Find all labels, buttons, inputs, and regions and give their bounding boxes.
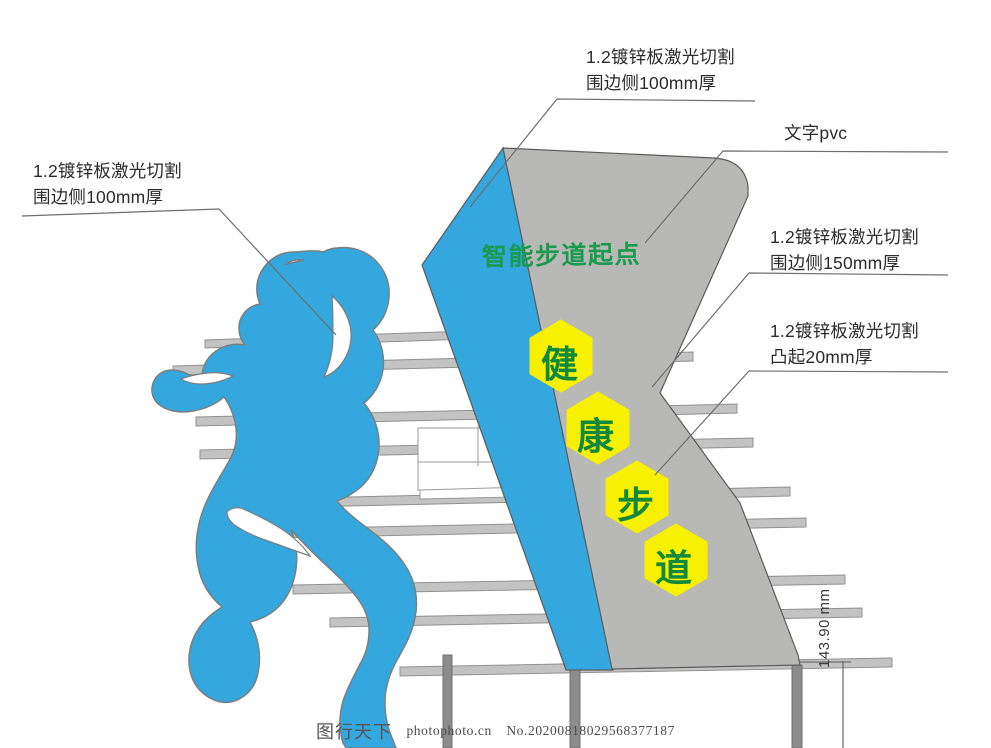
callout-right20-line1: 1.2镀锌板激光切割 xyxy=(770,321,919,341)
hexagon-badges xyxy=(529,319,708,597)
callout-text-pvc: 文字pvc xyxy=(784,120,847,146)
dimension-line xyxy=(800,661,851,748)
callout-right150-line1: 1.2镀锌板激光切割 xyxy=(770,227,919,247)
leader-line-pvc xyxy=(644,150,949,244)
sign-gray-face xyxy=(502,147,801,670)
callout-top-100mm: 1.2镀锌板激光切割 围边侧100mm厚 xyxy=(586,44,735,97)
leader-line-right-150 xyxy=(651,272,949,388)
callout-right20-line2: 凸起20mm厚 xyxy=(770,347,873,368)
leader-line-right-20 xyxy=(654,370,949,476)
leader-line-left xyxy=(21,208,337,336)
running-woman-silhouette xyxy=(151,246,418,748)
hexagon-badge-3 xyxy=(644,523,708,597)
leader-line-top xyxy=(469,98,756,208)
callout-right-150mm: 1.2镀锌板激光切割 围边侧150mm厚 xyxy=(770,224,919,277)
callout-pvc-line1: 文字pvc xyxy=(784,123,848,143)
callout-left-100mm: 1.2镀锌板激光切割 围边侧100mm厚 xyxy=(33,158,182,211)
dimension-label: 143.90 mm xyxy=(816,588,833,668)
hexagon-badge-1 xyxy=(566,391,630,465)
callout-right-20mm: 1.2镀锌板激光切割 凸起20mm厚 xyxy=(770,318,919,371)
hexagon-badge-2 xyxy=(605,460,669,534)
callout-right150-line2: 围边侧150mm厚 xyxy=(770,253,901,274)
callout-left-line1: 1.2镀锌板激光切割 xyxy=(33,161,182,181)
callout-left-line2: 围边侧100mm厚 xyxy=(33,187,164,208)
leader-lines xyxy=(21,98,949,476)
callout-top-line1: 1.2镀锌板激光切割 xyxy=(586,47,735,67)
hexagon-badge-0 xyxy=(529,319,593,393)
callout-top-line2: 围边侧100mm厚 xyxy=(586,73,717,94)
